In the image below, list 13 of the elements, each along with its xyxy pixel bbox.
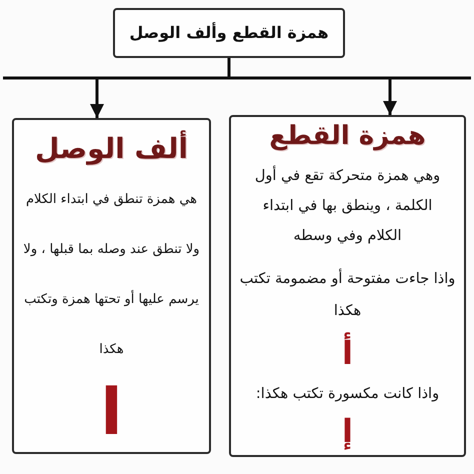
letter-glyph: إ — [341, 411, 354, 452]
card-heading: ألف الوصل — [34, 130, 189, 167]
card-text: هي همزة تنطق في ابتداء الكلام ولا تنطق عند وصله بما قبلها ، ولا يرسم عليها أو تحتها همزة وتكتب هكذا — [22, 191, 201, 359]
info-card — [229, 115, 466, 457]
title-text: همزة القطع وألف الوصل — [129, 22, 329, 44]
info-card — [12, 118, 211, 454]
card-text: وهي همزة متحركة تقع في أول الكلمة ، وينطق بها في ابتداء الكلام وفي وسطه — [248, 161, 448, 251]
card-heading: همزة القطع — [268, 120, 427, 153]
letter-glyph: ا — [100, 378, 124, 448]
card-text: واذا جاءت مفتوحة أو مضمومة تكتب هكذا — [234, 263, 462, 327]
letter-glyph: أ — [341, 331, 354, 374]
title-box — [113, 8, 345, 58]
card-text: واذا كانت مكسورة تكتب هكذا: — [254, 385, 440, 404]
